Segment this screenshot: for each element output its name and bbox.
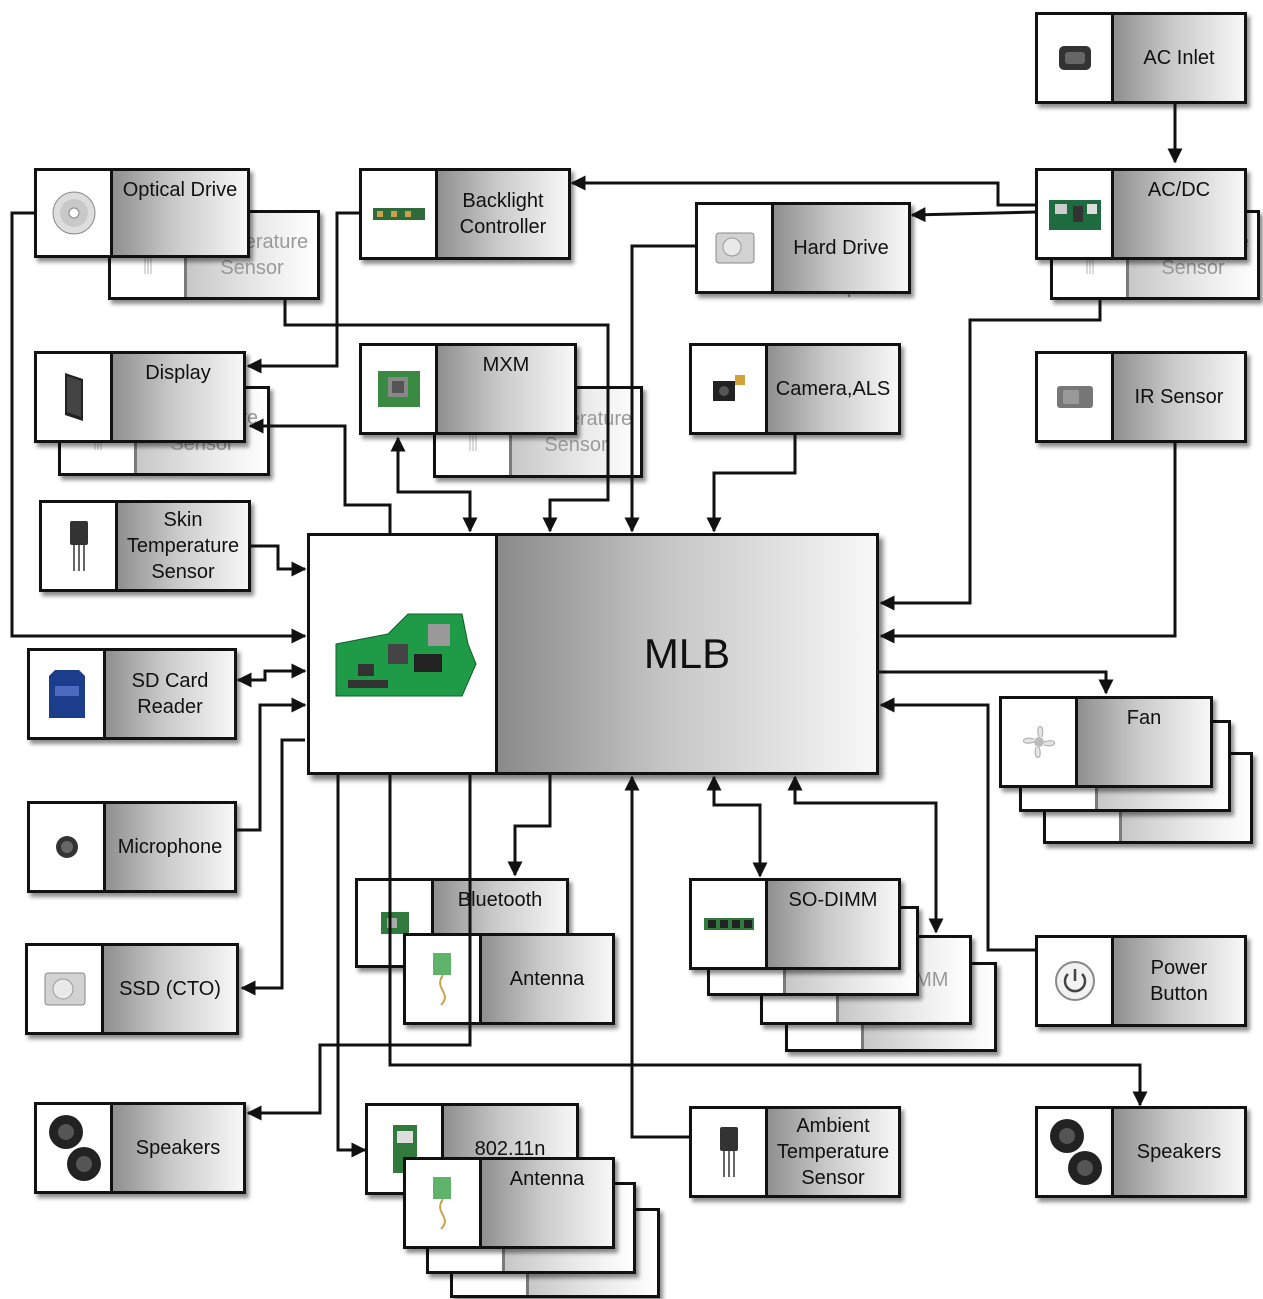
sd-card-reader-label: SD Card Reader [106,651,234,737]
ssd-box: SSD (CTO) [25,943,239,1035]
microphone-icon [30,804,106,890]
optical-drive-box: Optical Drive [34,168,250,258]
ac-inlet-box: AC Inlet [1035,12,1247,104]
ssd-label: SSD (CTO) [104,946,236,1032]
sd-card-icon [30,651,106,737]
ir-sensor-box: IR Sensor [1035,351,1247,443]
acdc-box: AC/DC [1035,168,1247,260]
power-button-box: Power Button [1035,935,1247,1027]
skin-temp-sensor-box: Skin Temperature Sensor [39,500,251,592]
ir-sensor-label: IR Sensor [1114,354,1244,440]
speakers-right-label: Speakers [1114,1109,1244,1195]
skin-temp-sensor-label: Skin Temperature Sensor [118,503,248,589]
power-button-label: Power Button [1114,938,1244,1024]
speakers-left-label: Speakers [113,1105,243,1191]
ac-inlet-icon [1038,15,1114,101]
mxm-label: MXM [438,346,574,432]
speaker-icon [1038,1109,1114,1195]
logic-board-icon [310,536,498,772]
antenna-icon [406,936,482,1022]
mxm-box: MXM [359,343,577,435]
temperature-sensor-icon [42,503,118,589]
wifi-antenna-1-box: Antenna [403,1157,615,1249]
speaker-icon [37,1105,113,1191]
stray-mark: ' [848,292,850,306]
camera-icon [692,346,768,432]
camera-als-label: Camera,ALS [768,346,898,432]
hard-drive-icon [698,205,774,291]
wifi-antenna-1-label: Antenna [482,1160,612,1246]
speakers-right-box: Speakers [1035,1106,1247,1198]
microphone-box: Microphone [27,801,237,893]
acdc-label: AC/DC [1114,171,1244,257]
power-button-icon [1038,938,1114,1024]
graphics-card-icon [362,346,438,432]
temperature-sensor-icon [692,1109,768,1195]
hard-drive-box: Hard Drive [695,202,911,294]
fan-1-label: Fan [1078,699,1210,785]
ambient-temp-sensor-box: Ambient Temperature Sensor [689,1106,901,1198]
mlb-label: MLB [498,536,876,772]
speakers-left-box: Speakers [34,1102,246,1194]
bt-antenna-label: Antenna [482,936,612,1022]
ir-sensor-icon [1038,354,1114,440]
backlight-controller-label: Backlight Controller [438,171,568,257]
display-box: Display [34,351,246,443]
sd-card-reader-box: SD Card Reader [27,648,237,740]
fan-1-box: Fan [999,696,1213,788]
display-panel-icon [37,354,113,440]
mlb-box: MLB [307,533,879,775]
hard-drive-label: Hard Drive [774,205,908,291]
bt-antenna-box: Antenna [403,933,615,1025]
backlight-board-icon [362,171,438,257]
display-label: Display [113,354,243,440]
ssd-icon [28,946,104,1032]
memory-module-icon [692,881,768,967]
backlight-controller-box: Backlight Controller [359,168,571,260]
camera-als-box: Camera,ALS [689,343,901,435]
sodimm-1-box: SO-DIMM [689,878,901,970]
microphone-label: Microphone [106,804,234,890]
ambient-temp-sensor-label: Ambient Temperature Sensor [768,1109,898,1195]
fan-icon [1002,699,1078,785]
optical-disc-icon [37,171,113,255]
ac-inlet-label: AC Inlet [1114,15,1244,101]
antenna-icon [406,1160,482,1246]
optical-drive-label: Optical Drive [113,171,247,255]
sodimm-1-label: SO-DIMM [768,881,898,967]
power-supply-icon [1038,171,1114,257]
